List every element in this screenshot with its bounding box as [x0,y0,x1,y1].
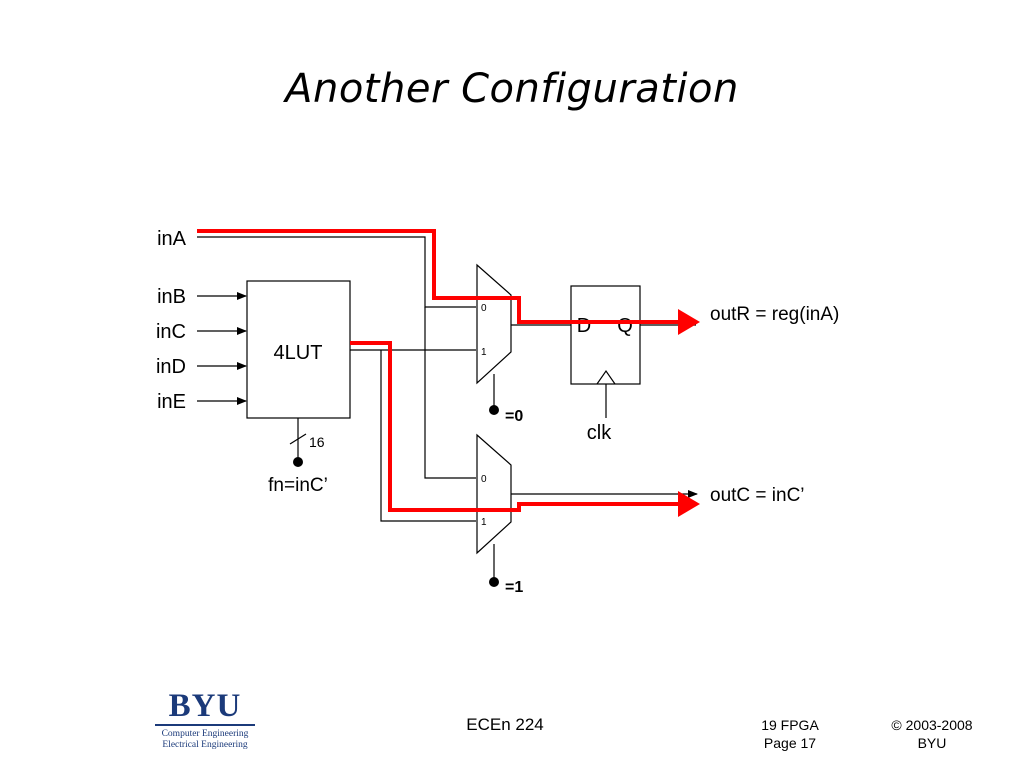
byu-logo: BYU Computer Engineering Electrical Engi… [155,690,255,751]
mux-top-in1: 1 [481,347,487,358]
wire-lut-mux-bottom [380,350,476,522]
flipflop-d-label: D [577,315,591,337]
mux-bottom-in0: 0 [481,474,487,485]
logo-rule [155,724,255,726]
lecture-label: 19 FPGA [761,717,819,733]
mux-bottom [476,433,512,555]
lecture-info: 19 FPGA Page 17 [740,716,840,752]
logo-line-2: Electrical Engineering [162,740,248,750]
mux-top [476,263,512,385]
input-label-ina: inA [157,228,187,250]
lut-config-dot [293,457,303,467]
input-label-ind: inD [156,356,186,378]
clk-label: clk [587,422,612,444]
highlight-path-outr [197,229,680,324]
output-label-outc: outC = inC’ [710,485,805,506]
flipflop-box [570,285,641,385]
slide-title: Another Configuration [285,66,739,112]
highlight-arrow-outr [678,309,700,335]
input-label-inc: inC [156,321,186,343]
mux-top-in0: 0 [481,303,487,314]
highlight-arrow-outc [678,491,700,517]
wire-ina-split [197,236,476,308]
org-label: BYU [917,735,947,751]
logo-wordmark: BYU [168,688,242,724]
copyright-info: © 2003-2008 BYU [872,716,992,752]
bus-slash [289,433,307,445]
mux-top-select-dot [489,405,499,415]
logo-line-1: Computer Engineering [161,729,249,739]
bus-width-label: 16 [309,434,325,450]
page-number: Page 17 [763,735,817,751]
mux-bottom-select-dot [489,577,499,587]
output-label-outr: outR = reg(inA) [710,304,839,325]
mux-bottom-select-label: =1 [505,579,523,596]
highlight-path-outc [350,341,680,512]
wire-ina-mux-bottom [424,307,476,479]
fn-label: fn=inC’ [268,475,328,496]
input-label-ine: inE [157,391,186,413]
flipflop-q-label: Q [617,315,633,337]
lut-label: 4LUT [274,342,323,364]
mux-bottom-in1: 1 [481,517,487,528]
course-label: ECEn 224 [466,715,544,734]
input-label-inb: inB [157,286,186,308]
clock-triangle [596,369,616,385]
mux-top-select-label: =0 [505,408,523,425]
copyright-label: © 2003-2008 [891,717,973,733]
